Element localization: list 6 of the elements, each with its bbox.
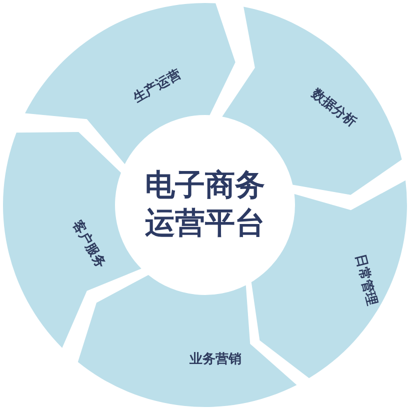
segment-label: 生产运营 xyxy=(130,66,184,107)
segment-label: 日常管理 xyxy=(350,252,380,308)
center-title: 电子商务运营平台 xyxy=(144,167,266,243)
segment-label: 数据分析 xyxy=(308,85,360,131)
segment-label: 业务营销 xyxy=(190,351,242,368)
segment-label: 客户服务 xyxy=(68,217,110,272)
